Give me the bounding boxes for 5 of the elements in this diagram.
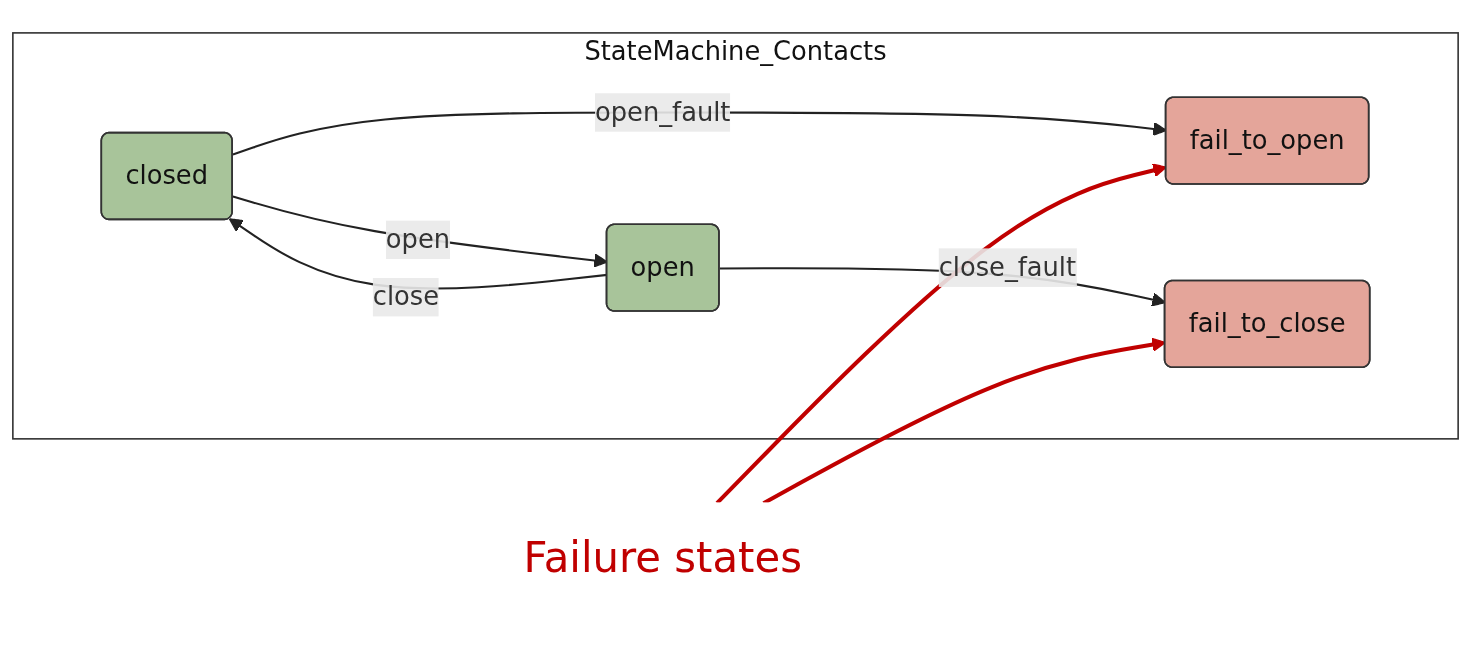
- edge-label: open: [385, 223, 451, 255]
- edge-label: open_fault: [595, 96, 731, 127]
- node-text: Failure states: [523, 533, 802, 582]
- edge-label: close_fault: [938, 251, 1077, 283]
- edge-label: close: [372, 281, 440, 312]
